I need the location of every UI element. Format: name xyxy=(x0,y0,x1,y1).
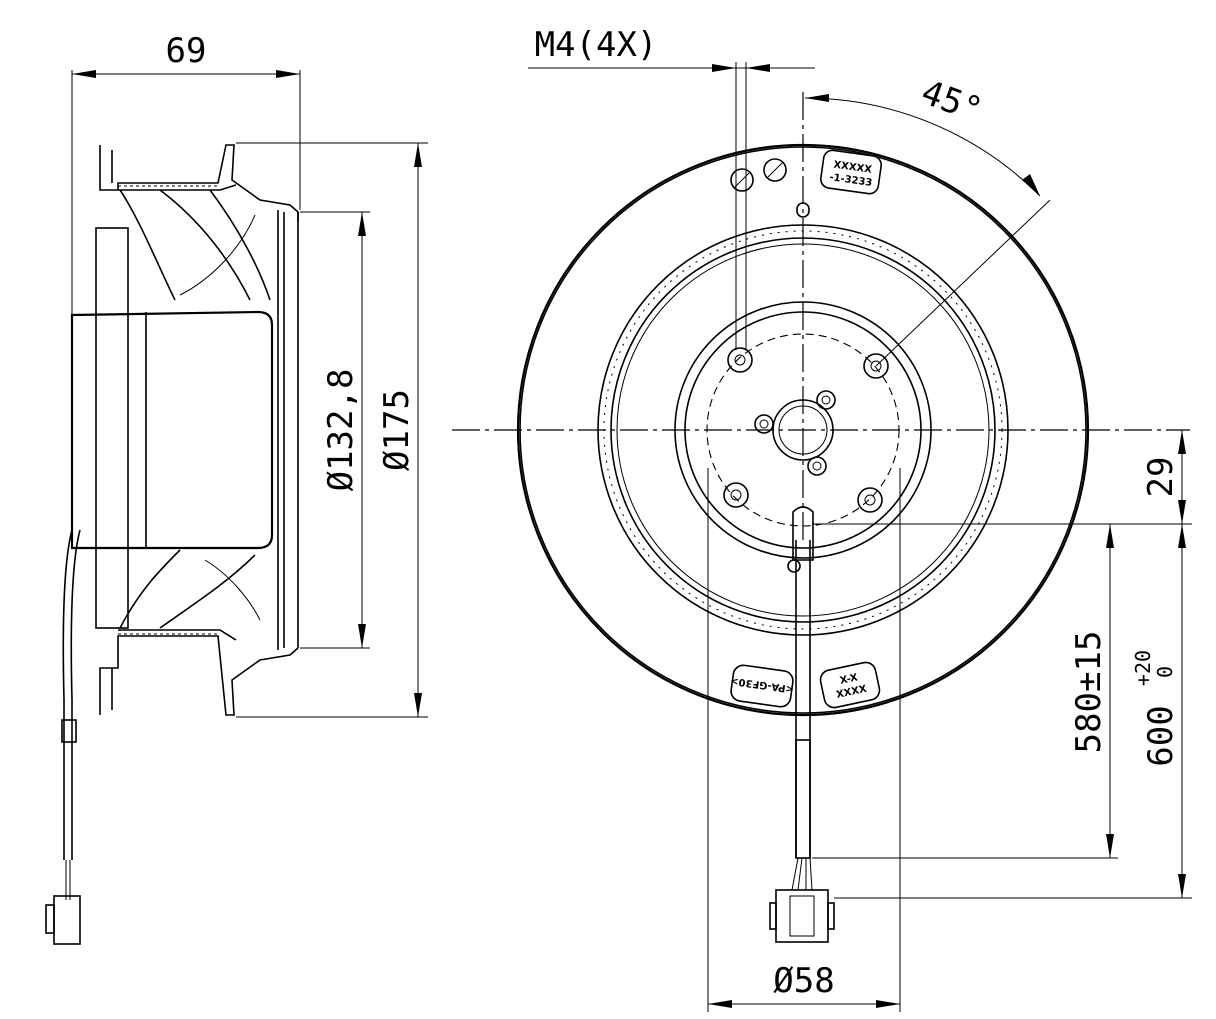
hub-diameter-dimension: Ø58 xyxy=(773,961,834,1001)
offset-dimension: 29 xyxy=(1141,457,1181,498)
angle-dimension: 45° xyxy=(916,72,987,131)
side-view: 69 xyxy=(45,31,428,945)
depth-dimension: 69 xyxy=(166,31,207,71)
label-bottom-left: <PA-GF30> xyxy=(730,664,795,708)
total-length-lower-tolerance: 0 xyxy=(1153,666,1177,678)
svg-text:<PA-GF30>: <PA-GF30> xyxy=(730,675,795,695)
outer-diameter-dimension: Ø175 xyxy=(377,389,417,471)
svg-text:X-X: X-X xyxy=(839,672,859,687)
inner-diameter-dimension: Ø132,8 xyxy=(321,369,361,492)
svg-text:XXXXX: XXXXX xyxy=(833,160,873,176)
cable-length-dimension: 580±15 xyxy=(1069,631,1109,754)
label-bottom-right: X-X XXXX xyxy=(819,661,881,709)
total-length-dimension: 600 xyxy=(1141,705,1181,766)
front-view: XXXXX -1-3233 <PA-GF30> X-X XXXX M4(4X) xyxy=(452,25,1192,1012)
label-top: XXXXX -1-3233 xyxy=(820,149,882,195)
total-length-upper-tolerance: +20 xyxy=(1131,650,1155,686)
thread-dimension: M4(4X) xyxy=(535,25,658,65)
